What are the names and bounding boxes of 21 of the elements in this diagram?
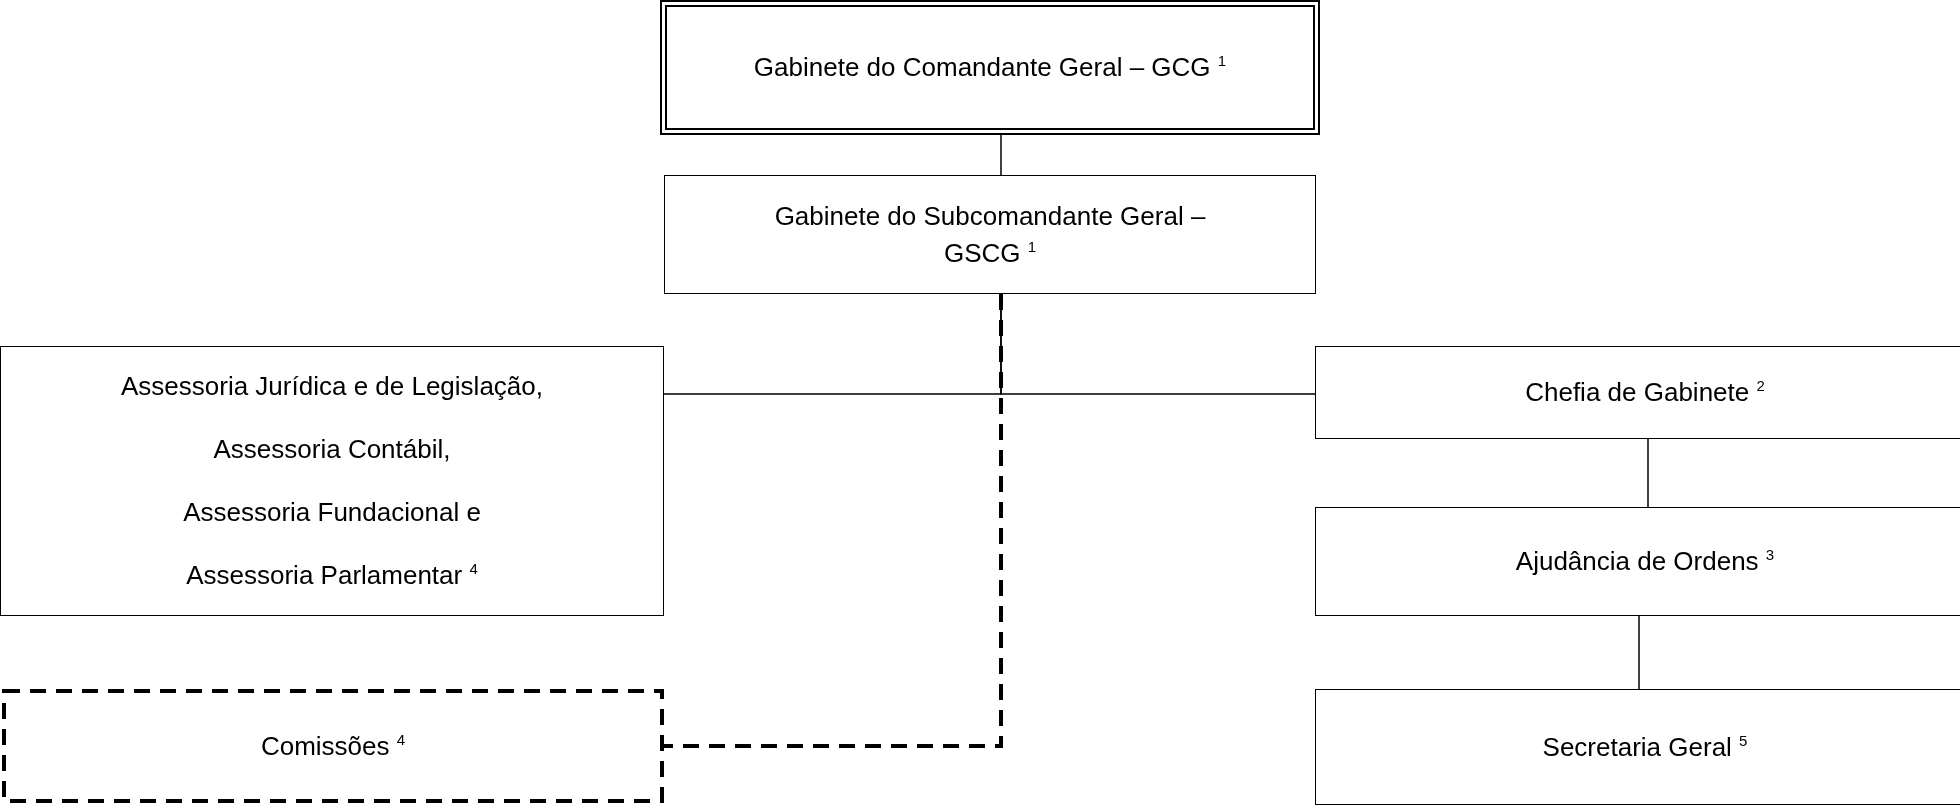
unit-label: Gabinete do Comandante Geral – GCG $^{1}$	[753, 51, 1227, 85]
unit-label: Ajudância de Ordens $^{3}$	[1515, 545, 1775, 579]
unit-label: Chefia de Gabinete $^{2}$	[1525, 376, 1765, 410]
unit-label: Assessoria Contábil,	[213, 433, 451, 467]
unit-label: Secretaria Geral $^{5}$	[1542, 730, 1748, 764]
org-unit-box	[660, 0, 1320, 135]
org-unit-box	[0, 346, 664, 616]
connector-line	[1000, 134, 1002, 176]
connector-line	[1638, 615, 1640, 690]
dashed-box	[2, 689, 664, 803]
unit-label: Assessoria Jurídica e de Legislação,	[121, 370, 543, 404]
org-unit-box	[1315, 507, 1960, 616]
org-unit-box	[1315, 689, 1960, 805]
unit-label: Assessoria Fundacional e	[183, 496, 481, 530]
unit-label: Comissões $^{4}$	[260, 729, 406, 763]
org-unit-box	[664, 175, 1316, 294]
connector-line	[1647, 438, 1649, 508]
unit-label: Gabinete do Subcomandante Geral – GSCG $^{1}$	[773, 200, 1207, 270]
unit-label: Assessoria Parlamentar $^{4}$	[186, 559, 478, 593]
org-unit-box	[1315, 346, 1960, 439]
dashed-connector	[663, 294, 1003, 748]
